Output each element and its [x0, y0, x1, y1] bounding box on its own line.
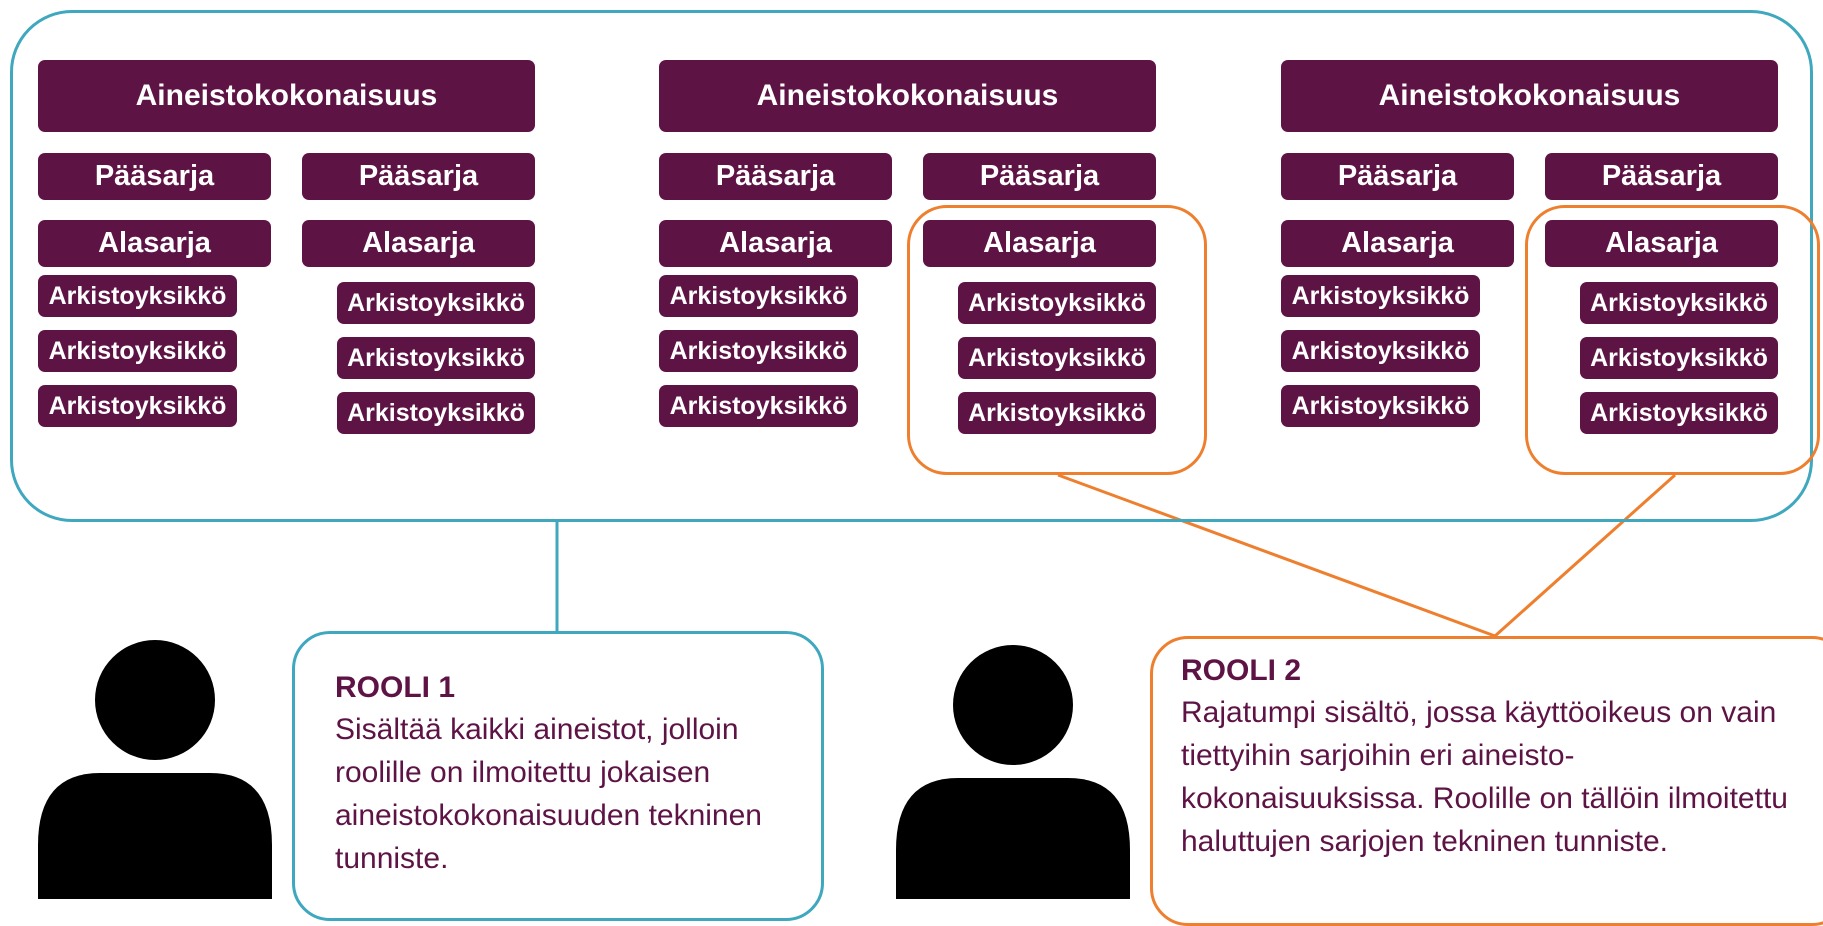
collection-header: Aineistokokonaisuus — [38, 60, 535, 132]
sub-series: Alasarja — [659, 220, 892, 267]
archive-unit: Arkistoyksikkö — [659, 385, 858, 427]
sub-series: Alasarja — [302, 220, 535, 267]
main-series: Pääsarja — [302, 153, 535, 200]
archive-unit: Arkistoyksikkö — [1580, 392, 1778, 434]
selected-series-highlight — [1525, 205, 1820, 475]
person-icon — [896, 645, 1130, 899]
archive-unit: Arkistoyksikkö — [38, 275, 237, 317]
main-series: Pääsarja — [38, 153, 271, 200]
archive-unit: Arkistoyksikkö — [38, 385, 237, 427]
main-series: Pääsarja — [1545, 153, 1778, 200]
archive-unit: Arkistoyksikkö — [659, 275, 858, 317]
role2-connector-left — [1057, 473, 1496, 638]
role1-description: Sisältää kaikki aineistot, jolloin rooli… — [335, 713, 762, 875]
archive-unit: Arkistoyksikkö — [1281, 330, 1480, 372]
archive-unit: Arkistoyksikkö — [958, 282, 1156, 324]
archive-unit: Arkistoyksikkö — [337, 282, 535, 324]
sub-series: Alasarja — [923, 220, 1156, 267]
archive-unit: Arkistoyksikkö — [1580, 337, 1778, 379]
archive-unit: Arkistoyksikkö — [659, 330, 858, 372]
role1-title: ROOLI 1 — [335, 671, 456, 704]
connector-lines — [555, 473, 1677, 638]
archive-unit: Arkistoyksikkö — [1580, 282, 1778, 324]
main-series: Pääsarja — [659, 153, 892, 200]
role2-box: ROOLI 2 Rajatumpi sisältö, jossa käyttöo… — [1150, 636, 1823, 926]
selected-series-highlight — [907, 205, 1207, 475]
role2-connector-right — [1493, 473, 1677, 638]
role2-title: ROOLI 2 — [1181, 654, 1302, 687]
role1-box: ROOLI 1 Sisältää kaikki aineistot, jollo… — [292, 631, 824, 921]
sub-series: Alasarja — [1281, 220, 1514, 267]
archive-unit: Arkistoyksikkö — [958, 392, 1156, 434]
archive-unit: Arkistoyksikkö — [38, 330, 237, 372]
archive-unit: Arkistoyksikkö — [337, 337, 535, 379]
collection-header: Aineistokokonaisuus — [659, 60, 1156, 132]
collection-header: Aineistokokonaisuus — [1281, 60, 1778, 132]
archive-unit: Arkistoyksikkö — [1281, 275, 1480, 317]
sub-series: Alasarja — [1545, 220, 1778, 267]
person-icon — [38, 640, 272, 899]
role2-description: Rajatumpi sisältö, jossa käyttöoikeus on… — [1181, 696, 1788, 858]
main-series: Pääsarja — [1281, 153, 1514, 200]
all-collections-frame — [10, 10, 1813, 522]
main-series: Pääsarja — [923, 153, 1156, 200]
archive-unit: Arkistoyksikkö — [958, 337, 1156, 379]
archive-unit: Arkistoyksikkö — [1281, 385, 1480, 427]
sub-series: Alasarja — [38, 220, 271, 267]
archive-unit: Arkistoyksikkö — [337, 392, 535, 434]
